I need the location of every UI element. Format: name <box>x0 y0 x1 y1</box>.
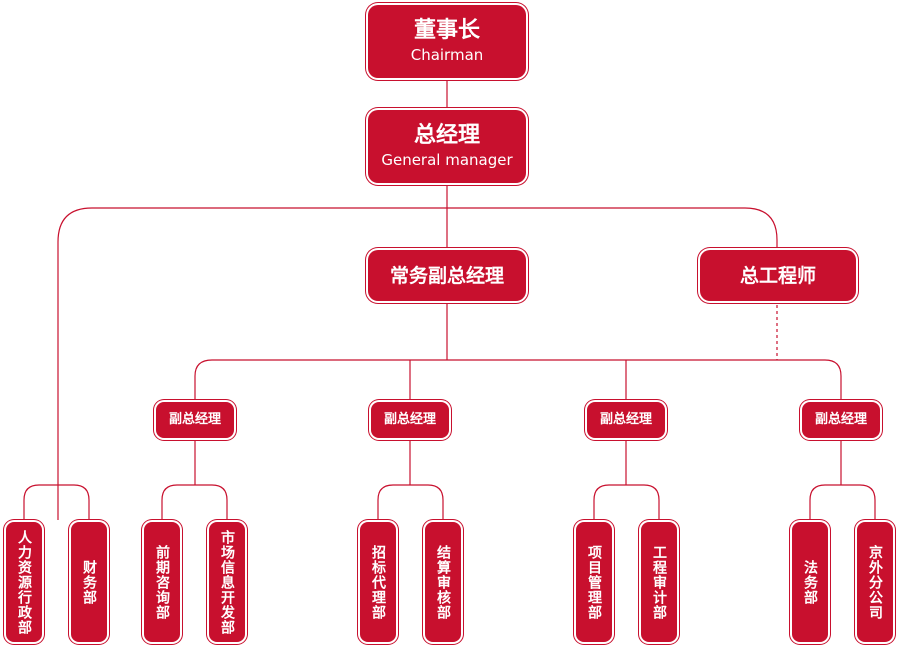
vp-title: 副总经理 <box>599 412 652 427</box>
vp-title: 副总经理 <box>383 412 436 427</box>
gm-title-cn: 总经理 <box>413 123 480 148</box>
dept-pre-consulting: 前期咨询部 <box>144 522 180 642</box>
vp-title: 副总经理 <box>814 412 867 427</box>
vp-box-2: 副总经理 <box>371 402 449 438</box>
vp-title: 副总经理 <box>168 412 221 427</box>
chief-engineer-box: 总工程师 <box>700 250 856 301</box>
gm-title-en: General manager <box>381 151 513 169</box>
dept-label: 项目管理部 <box>586 544 602 620</box>
chairman-box: 董事长 Chairman <box>368 5 526 78</box>
dept-label: 人力资源行政部 <box>16 529 32 635</box>
dept-legal: 法务部 <box>792 522 828 642</box>
dept-project-management: 项目管理部 <box>576 522 612 642</box>
chairman-title-cn: 董事长 <box>413 18 480 43</box>
dept-label: 京外分公司 <box>867 544 883 620</box>
dept-finance: 财务部 <box>71 522 107 642</box>
chief-engineer-title: 总工程师 <box>739 264 816 287</box>
vp-box-4: 副总经理 <box>802 402 880 438</box>
dept-external-branch: 京外分公司 <box>857 522 893 642</box>
dept-tender-agency: 招标代理部 <box>360 522 396 642</box>
executive-vp-box: 常务副总经理 <box>368 250 526 301</box>
dept-label: 工程审计部 <box>651 544 667 620</box>
dept-label: 市场信息开发部 <box>219 529 235 635</box>
dept-hr-admin: 人力资源行政部 <box>6 522 42 642</box>
vp-box-3: 副总经理 <box>587 402 665 438</box>
dept-label: 前期咨询部 <box>154 544 170 620</box>
dept-label: 结算审核部 <box>435 544 451 620</box>
dept-settlement-audit: 结算审核部 <box>425 522 461 642</box>
dept-market-development: 市场信息开发部 <box>209 522 245 642</box>
dept-engineering-audit: 工程审计部 <box>641 522 677 642</box>
dept-label: 财务部 <box>81 559 97 605</box>
dept-label: 招标代理部 <box>370 544 386 620</box>
chairman-title-en: Chairman <box>410 46 484 64</box>
executive-vp-title: 常务副总经理 <box>389 264 504 287</box>
vp-box-1: 副总经理 <box>156 402 234 438</box>
dept-label: 法务部 <box>802 559 818 605</box>
general-manager-box: 总经理 General manager <box>368 110 526 183</box>
